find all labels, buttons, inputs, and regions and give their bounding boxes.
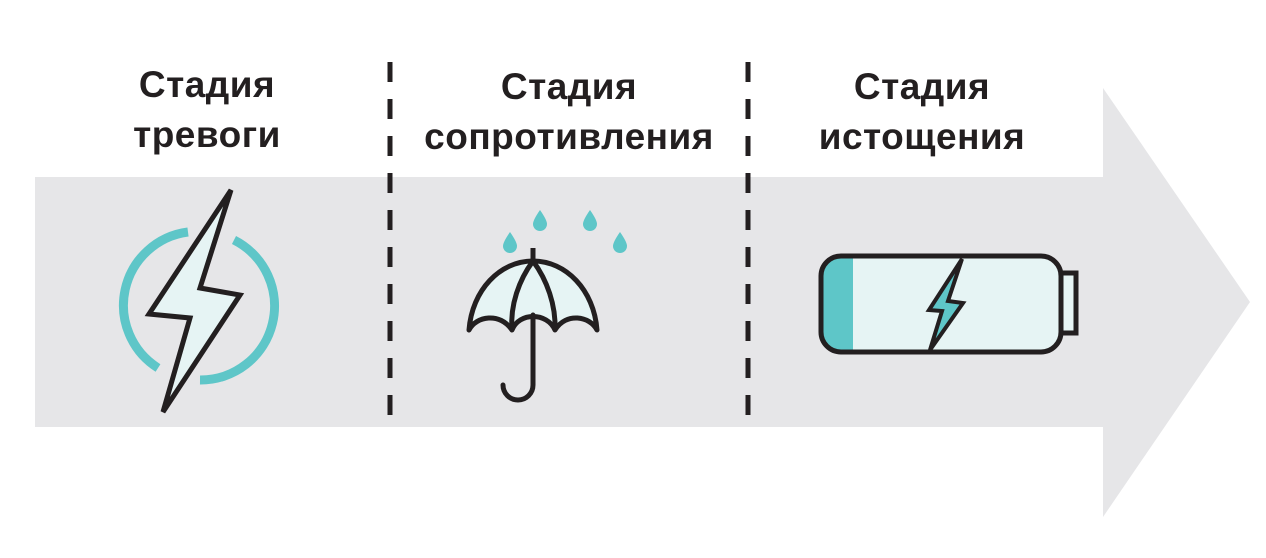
- stage-title-line2: сопротивления: [424, 116, 714, 157]
- stage-title-line2: тревоги: [133, 114, 281, 155]
- stage-title-line1: Стадия: [138, 64, 276, 105]
- lightning-icon: [118, 188, 279, 414]
- stage-title-alarm: Стадия тревоги: [27, 60, 387, 160]
- stage-title-line2: истощения: [818, 116, 1026, 157]
- umbrella-icon: [466, 210, 627, 403]
- stage-title-exhaustion: Стадия истощения: [742, 62, 1102, 162]
- stage-title-line1: Стадия: [853, 66, 991, 107]
- low-battery-icon: [818, 253, 1079, 355]
- progress-arrow: [35, 88, 1250, 517]
- stage-title-resistance: Стадия сопротивления: [389, 62, 749, 162]
- stage-title-line1: Стадия: [500, 66, 638, 107]
